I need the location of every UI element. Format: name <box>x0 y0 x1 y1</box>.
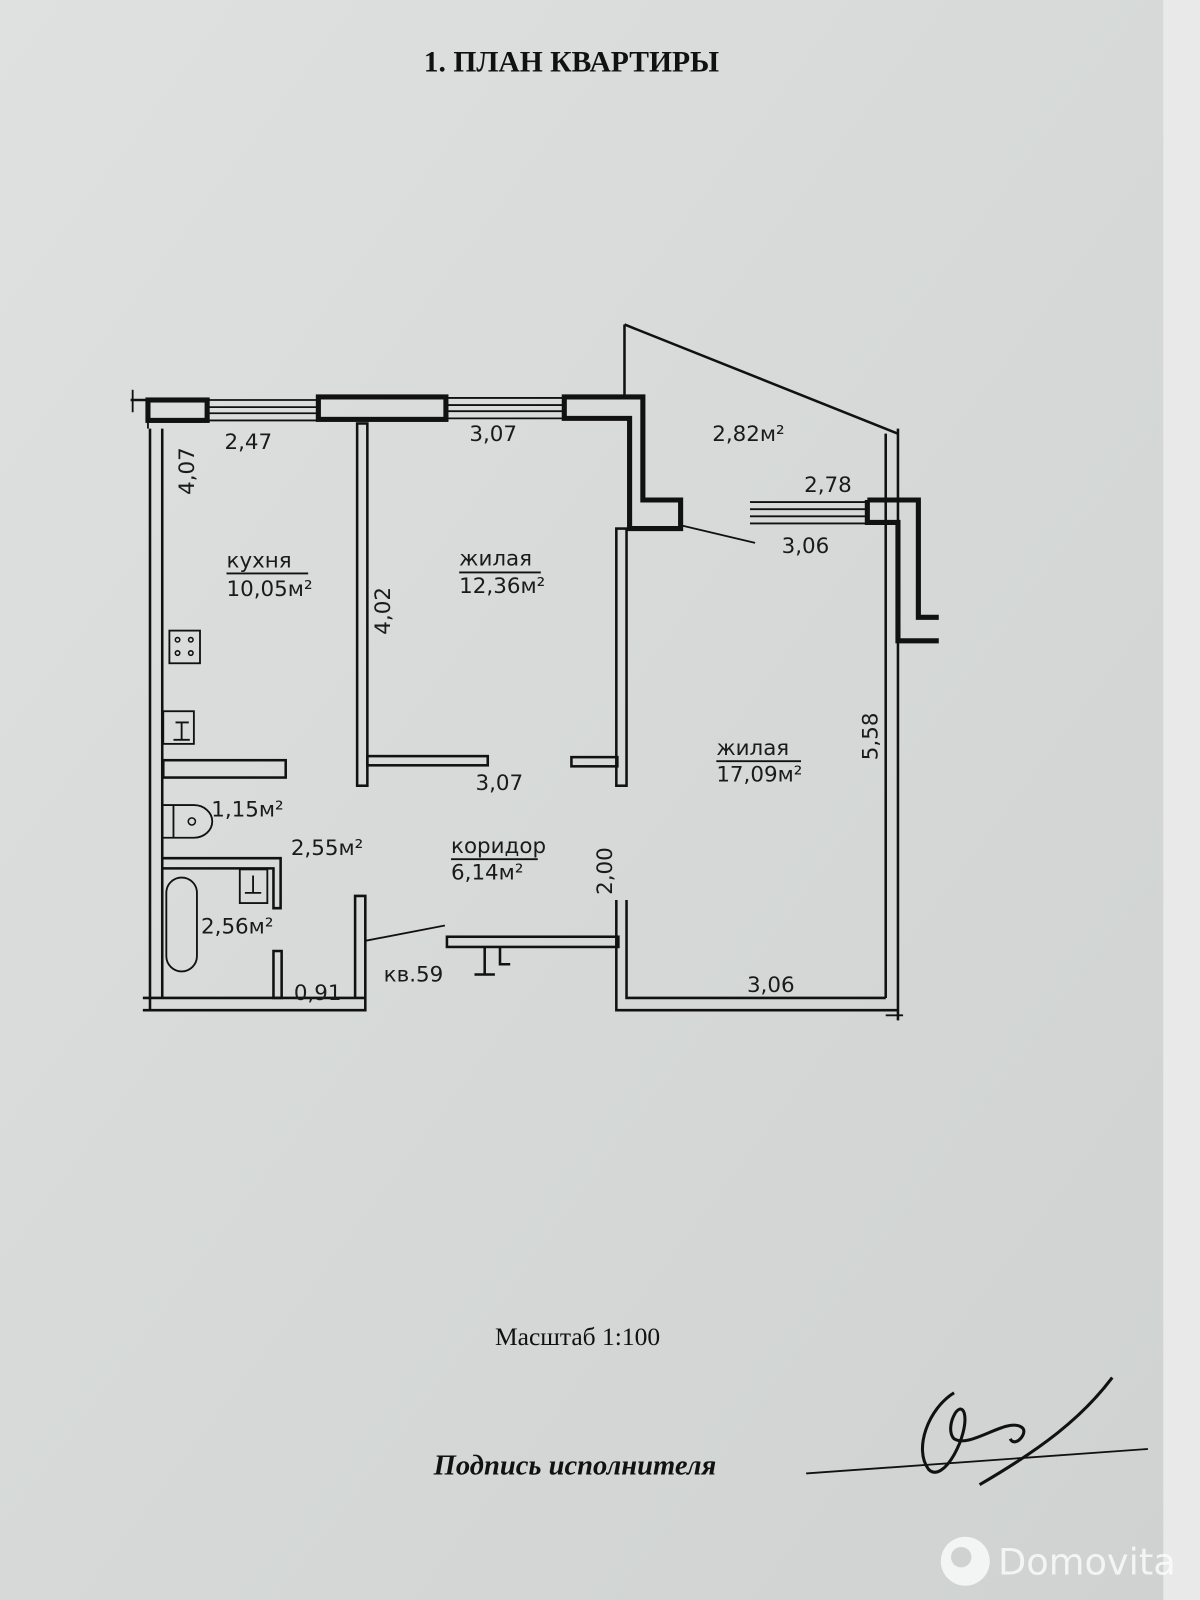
dim-living2-width-top: 3,06 <box>782 534 830 559</box>
fixtures <box>161 629 287 1000</box>
living1-area: 12,36м² <box>459 574 545 599</box>
watermark-brand: Domovita <box>998 1540 1176 1583</box>
bathtub-icon <box>165 876 198 973</box>
dim-living2-length: 5,58 <box>859 713 884 761</box>
dim-living2-width-bottom: 3,06 <box>747 973 795 998</box>
entrance-door-swing <box>365 924 446 942</box>
washroom-area: 2,55м² <box>291 836 363 861</box>
dim-kitchen-width: 2,47 <box>224 430 272 455</box>
walls <box>130 323 939 1021</box>
bathroom-area: 2,56м² <box>201 915 273 940</box>
dim-balcony-width: 2,78 <box>804 473 852 498</box>
document-title: 1. ПЛАН КВАРТИРЫ <box>424 46 719 78</box>
living1-name: жилая <box>459 546 532 571</box>
window-living1 <box>446 397 565 420</box>
dim-living1-width-bottom: 3,07 <box>476 771 524 796</box>
washbasin-icon <box>238 868 269 904</box>
balcony-area: 2,82м² <box>712 422 784 447</box>
dim-kitchen-length: 4,07 <box>175 447 200 495</box>
room-labels: кухня 10,05м² жилая 12,36м² жилая 17,09м… <box>201 422 802 988</box>
window-kitchen <box>207 399 317 422</box>
kitchen-area: 10,05м² <box>227 577 313 602</box>
scale-label: Масштаб 1:100 <box>495 1322 660 1351</box>
wc-area: 1,15м² <box>211 797 283 822</box>
wc-wall <box>161 758 287 779</box>
washroom-wall <box>162 856 282 910</box>
balcony-door-swing <box>681 524 756 544</box>
toilet-icon <box>163 804 214 839</box>
domovita-watermark: Domovita <box>940 1536 1176 1586</box>
living2-name: жилая <box>716 736 789 761</box>
window-living2 <box>750 501 868 525</box>
signature-label: Подпись исполнителя <box>433 1450 717 1481</box>
signature-mark <box>920 1376 1114 1487</box>
corridor-name: коридор <box>451 834 546 859</box>
dim-living1-length: 4,02 <box>371 587 396 635</box>
dim-bath-door: 0,91 <box>294 981 342 1006</box>
dim-corridor-width: 2,00 <box>593 847 618 895</box>
signature-line <box>806 1448 1149 1475</box>
bath-door-wall <box>272 949 283 1000</box>
kitchen-sink-icon <box>162 710 195 745</box>
living2-area: 17,09м² <box>716 763 802 788</box>
dimension-labels: 2,47 4,07 3,07 4,02 3,07 2,78 3,06 5,58 … <box>175 422 884 1006</box>
dim-living1-width-top: 3,07 <box>469 422 517 447</box>
paper-edge <box>1163 0 1200 1600</box>
kitchen-name: кухня <box>227 548 292 573</box>
stove-icon <box>168 629 201 665</box>
corridor-area: 6,14м² <box>451 861 523 886</box>
apartment-number: кв.59 <box>384 963 444 988</box>
